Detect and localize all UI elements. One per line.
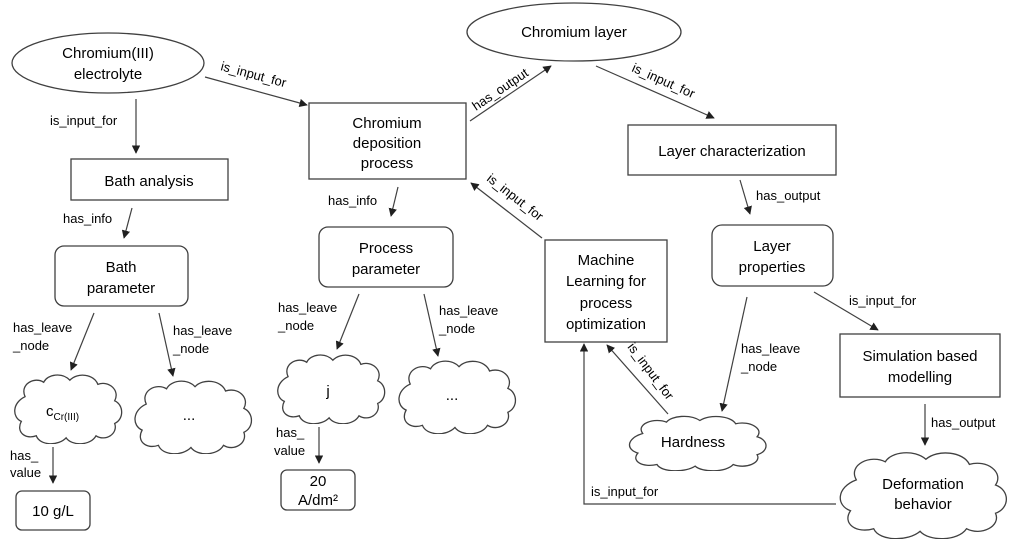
node-bath-ellipsis[interactable]: ... — [134, 380, 253, 454]
edge-label: is_input_for — [630, 60, 698, 101]
node-process-parameter[interactable]: Process parameter — [318, 226, 454, 288]
edges — [48, 65, 930, 505]
edge-label: _node — [438, 321, 475, 336]
edge-label: is_input_for — [625, 340, 678, 403]
node-label: cCr(III) — [46, 403, 79, 423]
edge-deposition-to-process-parameter — [388, 186, 399, 217]
edge-layer-properties-to-simulation — [813, 291, 879, 331]
edge-chromium-layer-to-layer-characterization — [595, 65, 715, 119]
node-label: Layer characterization — [658, 143, 806, 160]
node-value-20-a-dm2[interactable]: 20 A/dm² — [280, 469, 356, 511]
edge-label: is_input_for — [849, 293, 917, 308]
node-label: Simulation based — [862, 348, 977, 365]
edge-label: _node — [277, 318, 314, 333]
node-label: A/dm² — [298, 492, 338, 509]
node-label: Chromium — [352, 115, 421, 132]
node-label-subscript: Cr(III) — [54, 412, 80, 423]
node-label: optimization — [566, 316, 646, 333]
edge-label: has_leave — [439, 303, 498, 318]
edge-bath-parameter-to-c-cr — [69, 312, 95, 371]
edge-label: has_leave — [173, 323, 232, 338]
edge-label: is_input_for — [591, 484, 659, 499]
edge-electrolyte-to-deposition — [204, 76, 308, 108]
edge-label: has_ — [276, 425, 305, 440]
edge-label: _node — [12, 338, 49, 353]
node-label: Machine — [578, 252, 635, 269]
node-value-10-g-l[interactable]: 10 g/L — [15, 490, 91, 531]
edge-label: is_input_for — [484, 171, 547, 225]
edge-ml-to-deposition — [470, 182, 543, 239]
node-label: Bath analysis — [104, 173, 193, 190]
node-label: j — [325, 383, 329, 400]
node-label: Deformation — [882, 476, 964, 493]
edge-label: has_output — [756, 188, 821, 203]
edge-label: has_output — [469, 65, 531, 114]
edge-layer-characterization-to-layer-properties — [739, 179, 752, 215]
edge-label: value — [10, 465, 41, 480]
edge-label: has_info — [328, 193, 377, 208]
edge-label: value — [274, 443, 305, 458]
edge-deposition-to-chromium-layer — [469, 65, 552, 122]
node-label: Bath — [106, 259, 137, 276]
edge-label: has_info — [63, 211, 112, 226]
edge-bath-parameter-to-ellipsis — [158, 312, 176, 377]
node-label: behavior — [894, 496, 952, 513]
node-bath-analysis[interactable]: Bath analysis — [70, 158, 229, 201]
edge-deformation-to-ml — [579, 343, 836, 505]
node-label: Chromium(III) — [62, 45, 154, 62]
edge-label: has_leave — [13, 320, 72, 335]
node-label: Chromium layer — [521, 24, 627, 41]
edge-process-parameter-to-ellipsis — [423, 293, 441, 357]
edge-label: _node — [172, 341, 209, 356]
node-label: properties — [739, 259, 806, 276]
node-label: electrolyte — [74, 66, 142, 83]
node-label: parameter — [352, 261, 420, 278]
node-hardness[interactable]: Hardness — [628, 415, 767, 471]
edge-layer-properties-to-hardness — [719, 296, 748, 412]
edge-label: has_ — [10, 448, 39, 463]
node-layer-properties[interactable]: Layer properties — [711, 224, 834, 287]
node-label: parameter — [87, 280, 155, 297]
node-label: deposition — [353, 135, 421, 152]
node-label: process — [361, 155, 414, 172]
edge-label: is_input_for — [219, 58, 288, 90]
node-label: modelling — [888, 369, 952, 386]
edge-process-parameter-to-j — [335, 293, 360, 350]
node-machine-learning[interactable]: Machine Learning for process optimizatio… — [544, 239, 668, 343]
edge-bath-analysis-to-bath-parameter — [121, 207, 133, 239]
node-bath-parameter[interactable]: Bath parameter — [54, 245, 189, 307]
node-chromium-layer[interactable]: Chromium layer — [466, 2, 682, 62]
node-label: ... — [446, 387, 459, 404]
node-label: ... — [183, 407, 196, 424]
edge-hardness-to-ml — [606, 344, 669, 415]
edge-label: has_leave — [741, 341, 800, 356]
node-simulation-modelling[interactable]: Simulation based modelling — [839, 333, 1001, 398]
node-layer-characterization[interactable]: Layer characterization — [627, 124, 837, 176]
node-c-cr-iii[interactable]: cCr(III) — [14, 374, 123, 444]
node-process-ellipsis[interactable]: ... — [398, 360, 517, 434]
node-label: 20 — [310, 473, 327, 490]
node-label: Layer — [753, 238, 791, 255]
node-label: Process — [359, 240, 413, 257]
edge-label: is_input_for — [50, 113, 118, 128]
node-label: 10 g/L — [32, 503, 74, 520]
edge-label: has_output — [931, 415, 996, 430]
node-label: process — [580, 295, 633, 312]
node-label: Hardness — [661, 434, 725, 451]
node-chromium-deposition-process[interactable]: Chromium deposition process — [308, 102, 467, 180]
node-label: Learning for — [566, 273, 646, 290]
node-deformation-behavior[interactable]: Deformation behavior — [839, 451, 1008, 539]
node-j[interactable]: j — [277, 354, 386, 424]
node-chromium-iii-electrolyte[interactable]: Chromium(III) electrolyte — [11, 32, 205, 94]
edge-label: has_leave — [278, 300, 337, 315]
edge-label: _node — [740, 359, 777, 374]
